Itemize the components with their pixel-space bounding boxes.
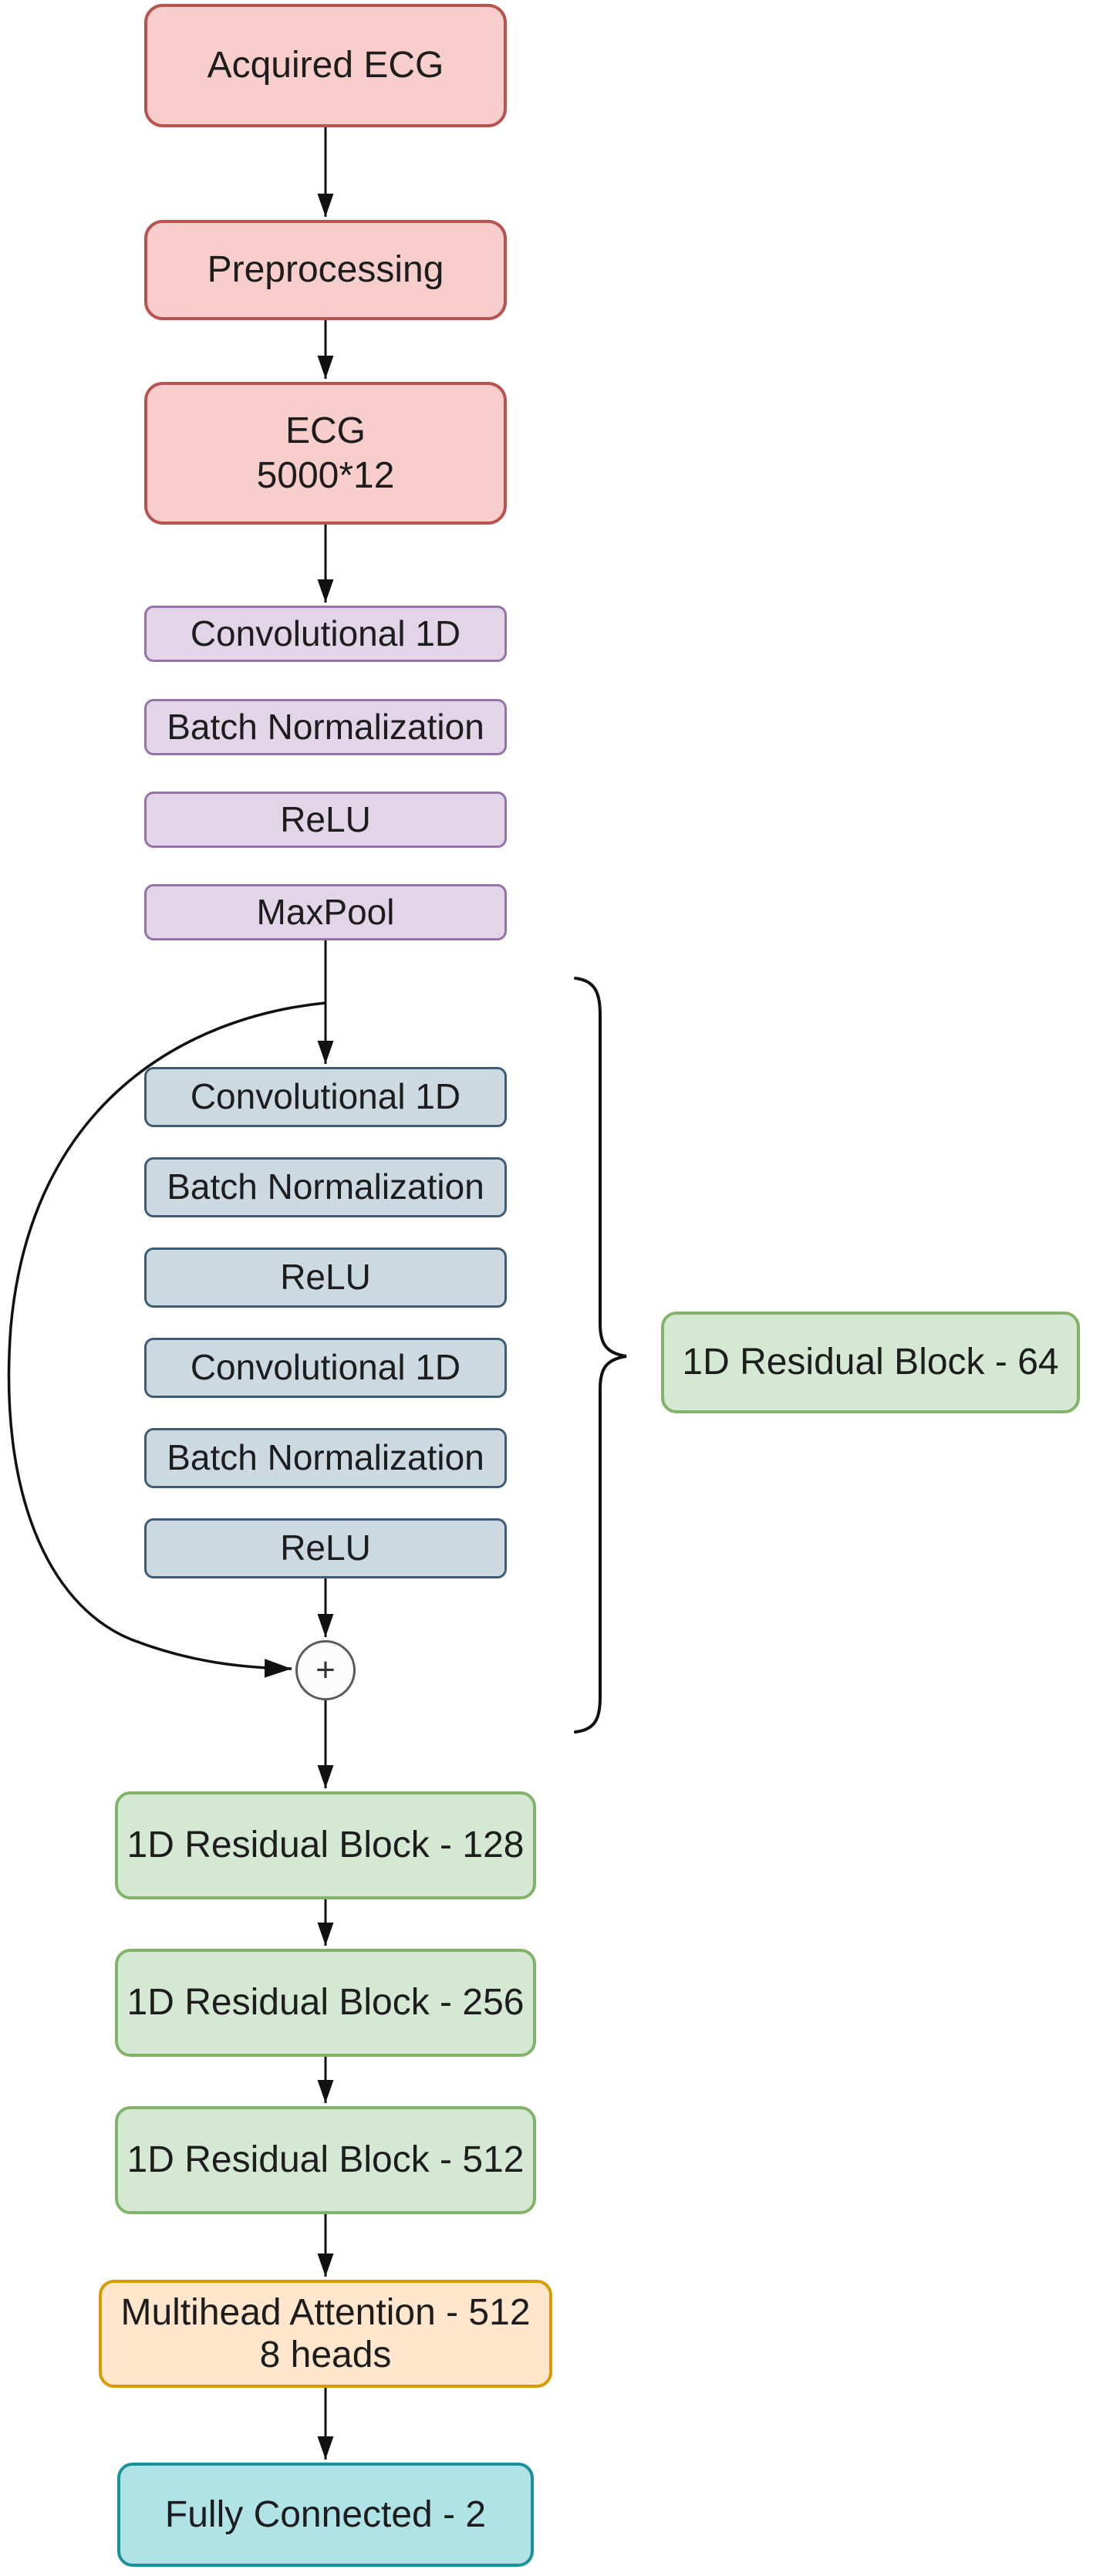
node-batchnorm-res2: Batch Normalization xyxy=(144,1428,507,1488)
plus-icon: + xyxy=(315,1651,336,1689)
node-label: 1D Residual Block - 64 xyxy=(682,1342,1059,1383)
node-label-line1: ECG xyxy=(285,410,366,451)
node-res-block-128: 1D Residual Block - 128 xyxy=(115,1791,536,1899)
node-preprocessing: Preprocessing xyxy=(144,220,507,320)
node-label: 1D Residual Block - 128 xyxy=(127,1825,525,1866)
node-relu-res1: ReLU xyxy=(144,1247,507,1308)
node-maxpool: MaxPool xyxy=(144,884,507,940)
node-label-line2: 5000*12 xyxy=(256,454,395,496)
node-label: Convolutional 1D xyxy=(190,613,461,653)
node-batchnorm-res1: Batch Normalization xyxy=(144,1157,507,1217)
node-res-block-256: 1D Residual Block - 256 xyxy=(115,1949,536,2057)
node-ecg-dims: ECG 5000*12 xyxy=(144,382,507,525)
node-label: MaxPool xyxy=(256,891,395,932)
node-label: ReLU xyxy=(280,798,371,839)
node-res-block-512: 1D Residual Block - 512 xyxy=(115,2106,536,2214)
node-label: ReLU xyxy=(280,1257,371,1298)
node-label: Fully Connected - 2 xyxy=(164,2493,487,2535)
node-label: Convolutional 1D xyxy=(190,1347,461,1388)
node-conv1d-res1: Convolutional 1D xyxy=(144,1067,507,1127)
node-residual-block-label: 1D Residual Block - 64 xyxy=(661,1312,1080,1413)
sum-node: + xyxy=(295,1640,356,1700)
residual-block-brace xyxy=(574,977,627,1734)
node-attention: Multihead Attention - 512 8 heads xyxy=(99,2280,552,2388)
node-conv1d-res2: Convolutional 1D xyxy=(144,1338,507,1398)
node-label: Batch Normalization xyxy=(167,1437,484,1478)
node-conv1d-stem: Convolutional 1D xyxy=(144,606,507,662)
node-label: 1D Residual Block - 256 xyxy=(127,1982,525,2024)
node-label: Preprocessing xyxy=(207,249,444,291)
node-fully-connected: Fully Connected - 2 xyxy=(117,2463,534,2567)
node-relu-res2: ReLU xyxy=(144,1518,507,1578)
node-acquired-ecg: Acquired ECG xyxy=(144,4,507,127)
node-label: ReLU xyxy=(280,1528,371,1568)
node-label: 1D Residual Block - 512 xyxy=(127,2139,525,2181)
node-label: Acquired ECG xyxy=(207,45,444,86)
node-label-line2: 8 heads xyxy=(259,2335,392,2375)
node-label-line1: Multihead Attention - 512 xyxy=(120,2291,531,2333)
node-relu-stem: ReLU xyxy=(144,792,507,848)
node-label: Batch Normalization xyxy=(167,706,484,747)
node-batchnorm-stem: Batch Normalization xyxy=(144,699,507,755)
node-label: Convolutional 1D xyxy=(190,1076,461,1117)
node-label: Batch Normalization xyxy=(167,1166,484,1207)
